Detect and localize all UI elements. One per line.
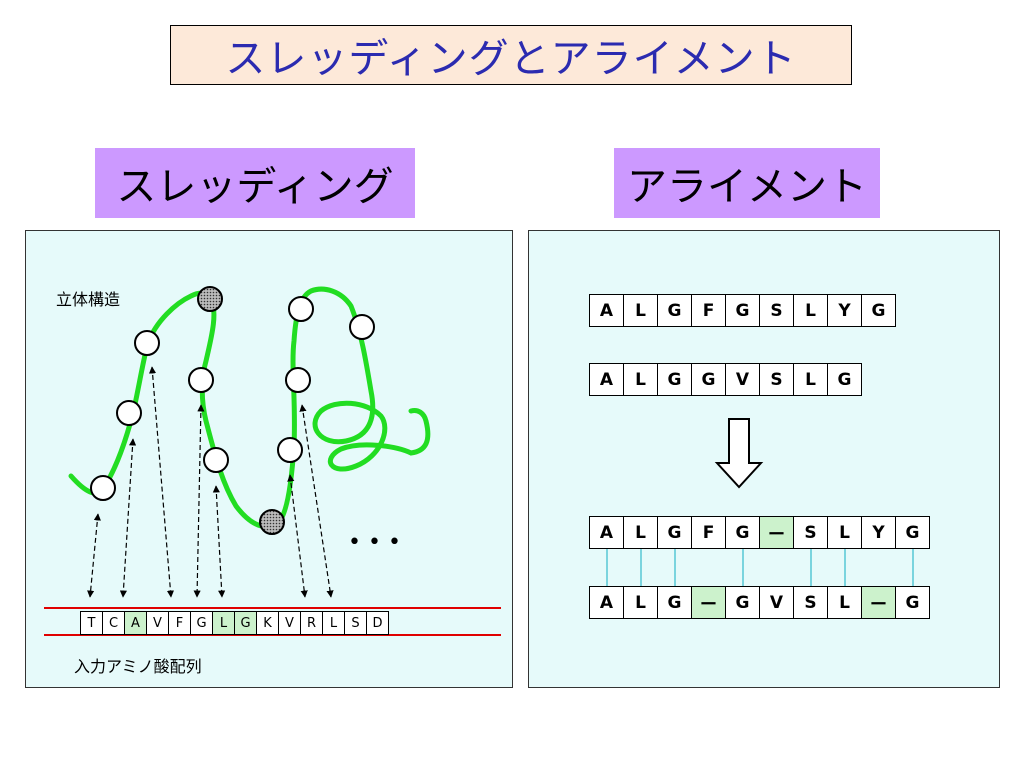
threading-label: スレッディング [95,148,415,218]
residue-cell: S [760,295,794,326]
sequence-cell: K [257,612,279,634]
residue-cell: A [590,587,624,618]
threading-diagram: • • • [44,286,501,636]
sequence-label: 入力アミノ酸配列 [74,657,202,676]
residue-cell: G [658,517,692,548]
residue-cell: G [726,295,760,326]
sequence-cell: V [279,612,301,634]
mapping-arrow [87,513,101,598]
residue-circle [277,437,303,463]
gap-cell: ー [692,587,726,618]
residue-circle [134,330,160,356]
residue-cell: A [590,364,624,395]
residue-circle-shaded [197,286,223,312]
residue-cell: Y [862,517,896,548]
residue-cell: S [794,587,828,618]
residue-cell: L [624,364,658,395]
gap-cell: ー [862,587,896,618]
residue-cell: G [692,364,726,395]
sequence-cell: V [147,612,169,634]
residue-cell: V [726,364,760,395]
residue-cell: G [726,517,760,548]
residue-circle [188,367,214,393]
ellipsis-text: • • • [348,530,401,555]
sequence-cell: R [301,612,323,634]
residue-circle [285,367,311,393]
residue-cell: A [590,517,624,548]
residue-cell: V [760,587,794,618]
mapping-arrow [212,485,226,598]
residue-cell: S [794,517,828,548]
protein-chain [68,286,431,530]
mapping-arrow [193,404,205,598]
sequence-cell: D [367,612,389,634]
residue-cell: G [658,587,692,618]
sequence-cell: L [323,612,345,634]
sequence-cell: G [191,612,213,634]
mapping-arrow [299,404,334,598]
residue-cell: L [828,517,862,548]
slide-title: スレッディングとアライメント [170,25,852,85]
structure-label: 立体構造 [56,290,121,309]
residue-cell: L [794,364,828,395]
residue-cell: G [658,295,692,326]
residue-cell: A [590,295,624,326]
residue-cell: F [692,517,726,548]
residue-cell: G [896,587,930,618]
residue-cell: G [896,517,930,548]
residue-cell: L [624,295,658,326]
residue-circle [288,296,314,322]
residue-cell: L [624,517,658,548]
sequence-cell: S [345,612,367,634]
residue-circle [90,475,116,501]
residue-circle-shaded [259,509,285,535]
residue-circle [203,447,229,473]
alignment-label: アライメント [614,148,880,218]
gap-cell: ー [760,517,794,548]
mapping-arrow [148,366,175,598]
residue-cell: G [726,587,760,618]
sequence-cell: C [103,612,125,634]
sequence-cell: L [213,612,235,634]
residue-cell: G [862,295,896,326]
sequence-cell: F [169,612,191,634]
residue-cell: F [692,295,726,326]
residue-cell: L [794,295,828,326]
sequence-cell: A [125,612,147,634]
residue-circle [349,314,375,340]
mapping-arrow [119,438,137,598]
sequence-cell: G [235,612,257,634]
residue-cell: Y [828,295,862,326]
residue-cell: G [828,364,862,395]
residue-circle [116,400,142,426]
sequence-cell: T [81,612,103,634]
down-arrow-icon [714,418,764,489]
mapping-arrow [287,474,308,598]
residue-cell: L [828,587,862,618]
residue-cell: S [760,364,794,395]
alignment-links [606,418,914,586]
residue-cell: G [658,364,692,395]
residue-cell: L [624,587,658,618]
